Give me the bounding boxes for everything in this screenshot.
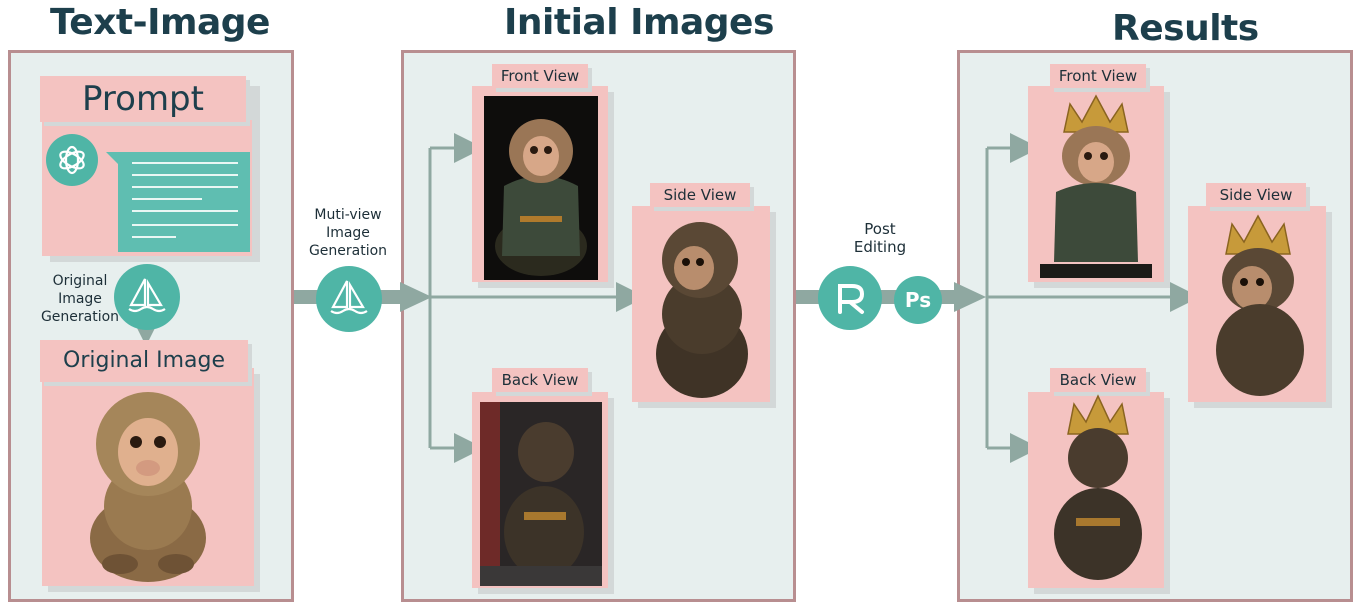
- result-back-image: [1054, 394, 1142, 580]
- photoshop-icon: Ps: [894, 276, 942, 324]
- midjourney-sailboat-icon: [114, 264, 180, 330]
- retouch-r-icon: [818, 266, 882, 330]
- initial-back-image: [480, 402, 602, 586]
- prompt-title: Prompt: [40, 76, 246, 122]
- initial-front-image: [484, 96, 598, 280]
- post-editing-label: Post Editing: [853, 220, 907, 256]
- original-image-title: Original Image: [40, 340, 248, 382]
- section-title-initial-images: Initial Images: [504, 2, 774, 43]
- result-front-image: [1040, 94, 1152, 278]
- initial-back-label: Back View: [492, 368, 588, 392]
- result-side-image: [1216, 214, 1304, 396]
- bubble-tail: [106, 152, 120, 166]
- original-monkey-image: [90, 392, 206, 582]
- section-title-results: Results: [1112, 8, 1259, 49]
- multi-view-label: Muti-view Image Generation: [308, 207, 388, 259]
- result-back-label: Back View: [1050, 368, 1146, 392]
- section-title-text-image: Text-Image: [50, 2, 270, 43]
- initial-side-image: [656, 222, 748, 398]
- original-generation-label: Original Image Generation: [40, 273, 120, 325]
- prompt-text-bubble: [118, 152, 250, 252]
- result-front-label: Front View: [1050, 64, 1146, 88]
- result-side-label: Side View: [1206, 183, 1306, 207]
- openai-icon: [46, 134, 98, 186]
- initial-front-label: Front View: [492, 64, 588, 88]
- midjourney-sailboat-icon: [316, 266, 382, 332]
- initial-side-label: Side View: [650, 183, 750, 207]
- connector-2-head: [954, 282, 986, 312]
- connector-1-head: [400, 282, 432, 312]
